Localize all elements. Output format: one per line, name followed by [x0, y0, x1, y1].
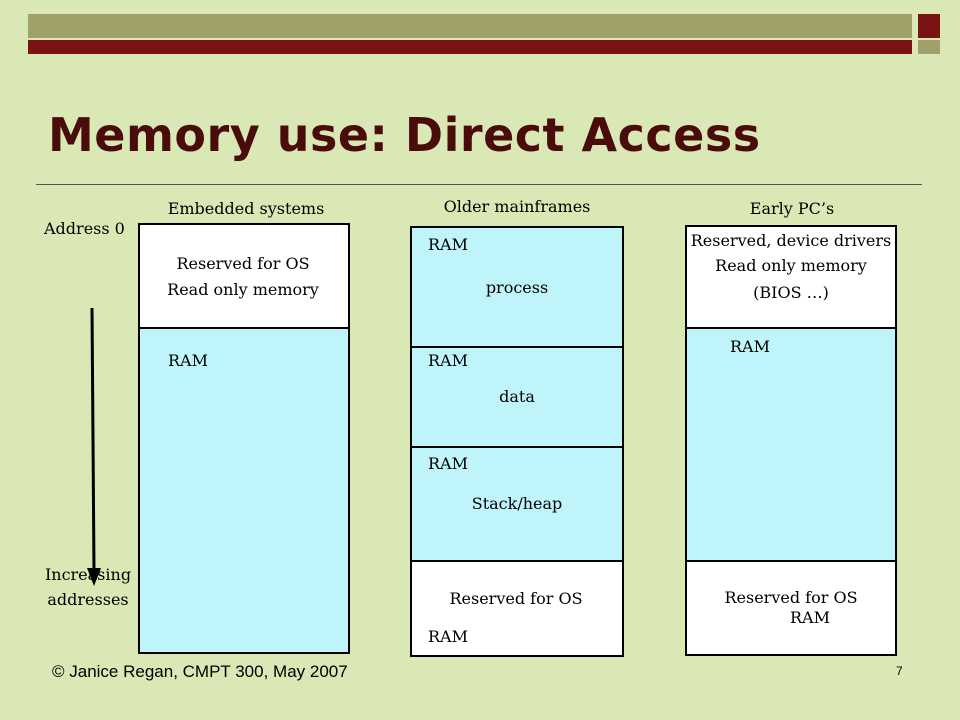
block-text: Read only memory	[167, 280, 319, 299]
increasing-address-arrow	[87, 307, 101, 586]
column-heading-mainframes: Older mainframes	[443, 197, 591, 216]
block-ram-data	[412, 346, 622, 446]
block-text: Reserved for OS	[176, 254, 310, 273]
block-text: RAM	[428, 627, 468, 646]
axis-end-label-line2: addresses	[47, 590, 129, 609]
block-text: RAM	[428, 454, 468, 473]
block-ram	[140, 327, 348, 652]
title-divider	[36, 184, 922, 185]
header-bar-red	[28, 40, 912, 54]
block-text: Read only memory	[715, 256, 867, 275]
header-bar-olive	[28, 14, 912, 38]
axis-start-label: Address 0	[44, 219, 125, 238]
block-text: Reserved, device drivers	[690, 231, 892, 250]
block-reserved-bios	[687, 227, 895, 327]
slide-title: Memory use: Direct Access	[48, 108, 761, 162]
memory-column-embedded	[138, 223, 350, 654]
block-text: RAM	[168, 351, 208, 370]
block-ram	[687, 327, 895, 560]
axis-end-label-line1: Increasing	[44, 565, 132, 584]
block-text: data	[499, 387, 535, 406]
memory-column-mainframes	[410, 226, 624, 657]
footer-copyright: © Janice Regan, CMPT 300, May 2007	[52, 662, 348, 681]
block-text: RAM	[428, 235, 468, 254]
block-text: RAM	[790, 608, 830, 627]
column-heading-early-pcs: Early PC’s	[749, 199, 835, 218]
block-text: (BIOS …)	[753, 283, 829, 302]
block-ram-process	[412, 228, 622, 346]
page-number: 7	[896, 664, 903, 678]
column-heading-embedded: Embedded systems	[167, 199, 325, 218]
block-text: Reserved for OS	[449, 589, 583, 608]
block-reserved-os	[687, 560, 895, 654]
memory-column-early-pcs	[685, 225, 897, 656]
block-text: process	[485, 278, 549, 297]
header-accent-red	[918, 14, 940, 38]
block-text: RAM	[730, 337, 770, 356]
header-accent-olive	[918, 40, 940, 54]
block-ram-stack-heap	[412, 446, 622, 560]
block-text: RAM	[428, 351, 468, 370]
block-reserved-os	[412, 560, 622, 655]
block-reserved-os	[140, 225, 348, 327]
block-text: Stack/heap	[471, 494, 563, 513]
block-text: Reserved for OS	[724, 588, 858, 607]
